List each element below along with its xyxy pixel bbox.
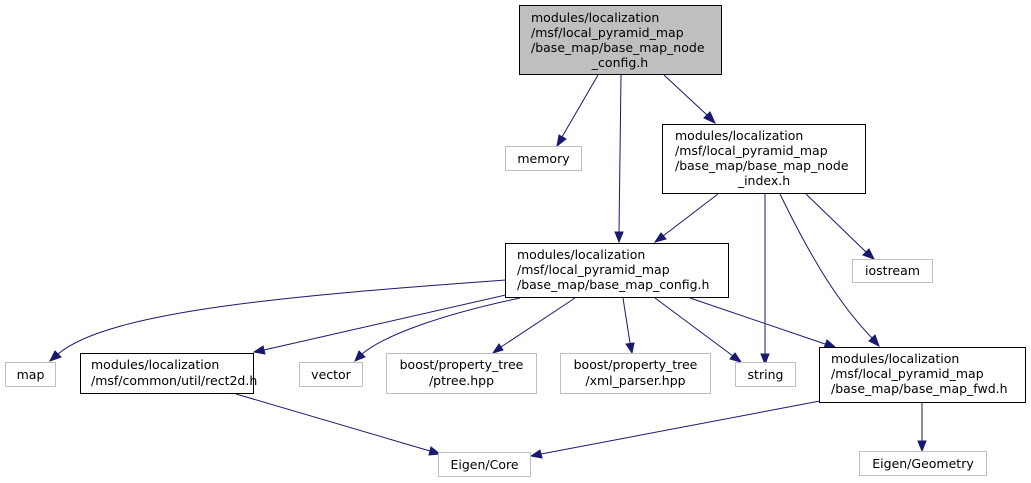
node-box xyxy=(386,353,537,394)
node-box xyxy=(80,353,254,394)
node-label-line: string xyxy=(748,367,784,382)
edge-rect2d-eigen-core xyxy=(235,393,431,452)
node-label-line: /base_map/base_map_node xyxy=(531,40,705,55)
node-base-map-fwd[interactable]: modules/localization /msf/local_pyramid_… xyxy=(819,347,1026,403)
node-box xyxy=(735,362,796,387)
node-label-line: /msf/common/util/rect2d.h xyxy=(91,373,257,388)
node-base-map-config[interactable]: modules/localization /msf/local_pyramid_… xyxy=(505,243,729,298)
edge-map-config-map xyxy=(57,279,507,355)
edge-root-map-config xyxy=(618,74,622,233)
node-eigen-geometry[interactable]: Eigen/Geometry xyxy=(859,451,987,476)
edge-root-node-index xyxy=(663,74,708,116)
edge-map-config-ptree xyxy=(500,297,576,348)
node-vector[interactable]: vector xyxy=(299,362,363,387)
edge-map-config-map-arrowhead xyxy=(48,350,62,362)
node-iostream[interactable]: iostream xyxy=(852,259,933,283)
edge-node-index-iostream-arrowhead xyxy=(862,248,876,260)
edge-node-index-map-config-arrowhead xyxy=(653,232,667,243)
node-label-line: boost/property_tree xyxy=(574,357,698,372)
node-box xyxy=(5,362,56,387)
edge-map-config-xml-parser-arrowhead xyxy=(625,342,635,355)
node-string[interactable]: string xyxy=(735,362,796,387)
edge-root-map-config-arrowhead xyxy=(614,231,624,244)
edge-node-index-string-arrowhead xyxy=(760,353,770,366)
node-label-line: boost/property_tree xyxy=(400,357,524,372)
node-label-line: modules/localization xyxy=(91,357,219,372)
node-box xyxy=(505,243,729,298)
node-xml-parser[interactable]: boost/property_tree /xml_parser.hpp xyxy=(560,353,711,394)
node-label-line: /base_map/base_map_fwd.h xyxy=(831,381,1008,396)
node-label-line: modules/localization xyxy=(531,10,659,25)
node-label-line: _config.h xyxy=(591,55,648,70)
node-label-line: /ptree.hpp xyxy=(429,373,494,388)
edge-map-fwd-eigen-geometry-arrowhead xyxy=(917,440,927,453)
node-box xyxy=(299,362,363,387)
edge-node-index-iostream xyxy=(805,193,867,253)
node-box xyxy=(819,347,1026,403)
node-memory[interactable]: memory xyxy=(505,146,582,171)
node-base-map-node-index[interactable]: modules/localization /msf/local_pyramid_… xyxy=(662,124,866,194)
node-label-line: Eigen/Core xyxy=(450,457,518,472)
node-label-line: Eigen/Geometry xyxy=(872,456,974,471)
node-label-line: /xml_parser.hpp xyxy=(585,373,685,388)
edge-map-config-string-arrowhead xyxy=(729,352,743,363)
edge-root-node-index-arrowhead xyxy=(703,111,717,125)
node-label-line: memory xyxy=(517,151,570,166)
edge-map-config-rect2d-arrowhead xyxy=(252,345,266,355)
edge-map-config-ptree-arrowhead xyxy=(491,343,504,354)
node-label-line: _index.h xyxy=(737,173,790,188)
edge-map-config-xml-parser xyxy=(622,297,631,344)
node-label-line: map xyxy=(17,367,45,382)
node-box xyxy=(852,259,933,283)
edge-rect2d-eigen-core-arrowhead xyxy=(428,446,442,456)
node-box xyxy=(662,124,866,194)
edge-node-index-map-config xyxy=(662,193,719,237)
edge-map-config-string xyxy=(654,297,734,357)
node-label-line: /msf/local_pyramid_map xyxy=(831,366,984,381)
node-box xyxy=(438,452,531,477)
edge-node-index-map-fwd xyxy=(779,193,873,339)
edge-root-memory xyxy=(561,74,599,138)
node-label-line: modules/localization xyxy=(517,247,645,262)
node-label-line: iostream xyxy=(865,263,920,278)
edge-map-config-map-fwd-arrowhead xyxy=(823,339,837,349)
edge-map-config-vector-arrowhead xyxy=(354,350,366,362)
node-box xyxy=(505,146,582,171)
edge-map-config-map-fwd xyxy=(689,297,826,345)
node-label-line: vector xyxy=(311,367,352,382)
node-ptree[interactable]: boost/property_tree /ptree.hpp xyxy=(386,353,537,394)
edge-map-fwd-eigen-core xyxy=(540,400,821,455)
edge-map-fwd-eigen-core-arrowhead xyxy=(529,449,543,459)
edges-layer xyxy=(48,74,927,459)
edge-map-config-rect2d xyxy=(263,293,511,351)
node-label-line: /msf/local_pyramid_map xyxy=(675,143,828,158)
node-label-line: /msf/local_pyramid_map xyxy=(531,25,684,40)
node-label-line: modules/localization xyxy=(831,351,959,366)
edge-root-memory-arrowhead xyxy=(556,134,567,148)
node-map[interactable]: map xyxy=(5,362,56,387)
edge-map-config-vector xyxy=(361,297,521,355)
node-label-line: /msf/local_pyramid_map xyxy=(517,262,670,277)
nodes-layer: modules/localization /msf/local_pyramid_… xyxy=(5,5,1026,477)
node-label-line: modules/localization xyxy=(675,128,803,143)
edge-node-index-map-fwd-arrowhead xyxy=(868,334,880,348)
node-box xyxy=(560,353,711,394)
node-rect2d[interactable]: modules/localization /msf/common/util/re… xyxy=(80,353,258,394)
node-box xyxy=(859,451,987,476)
node-eigen-core[interactable]: Eigen/Core xyxy=(438,452,531,477)
node-label-line: /base_map/base_map_config.h xyxy=(517,277,709,292)
node-base-map-node-config[interactable]: modules/localization /msf/local_pyramid_… xyxy=(519,5,722,75)
node-label-line: /base_map/base_map_node xyxy=(675,158,849,173)
node-box xyxy=(519,5,722,75)
